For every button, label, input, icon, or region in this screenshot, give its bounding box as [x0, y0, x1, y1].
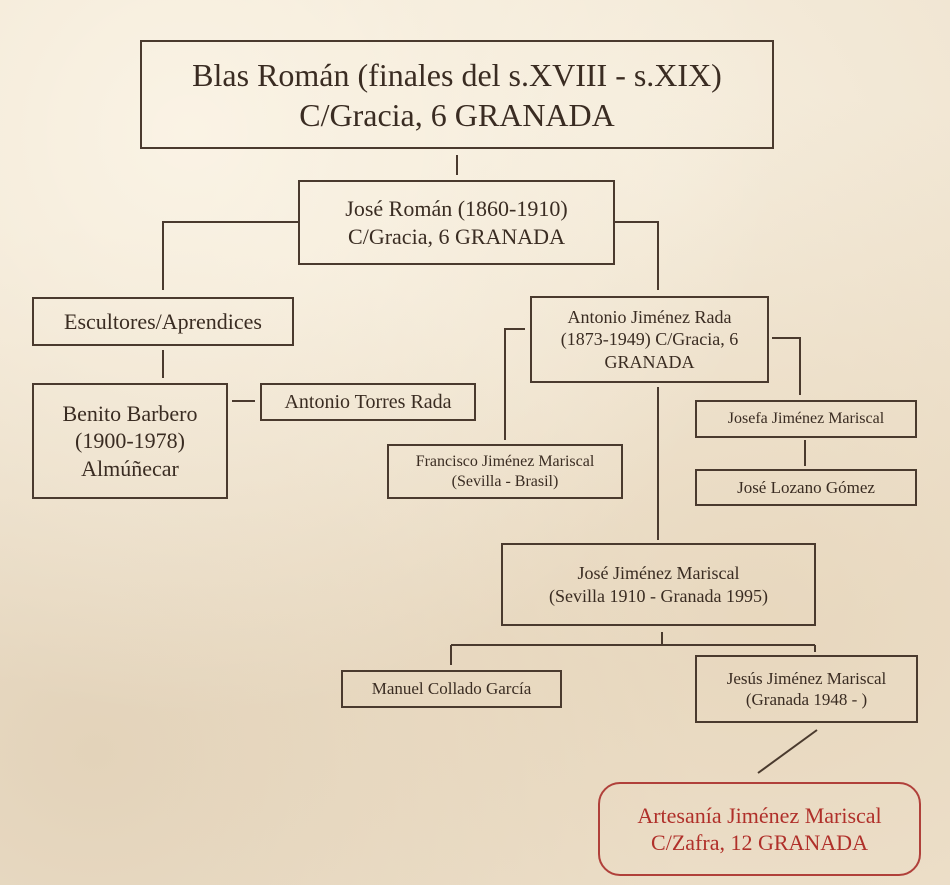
- node-line: (1873-1949) C/Gracia, 6: [560, 329, 739, 350]
- node-josefa: Josefa Jiménez Mariscal: [695, 400, 917, 438]
- node-line: GRANADA: [604, 351, 695, 372]
- node-line: José Román (1860-1910): [345, 196, 568, 221]
- node-line: (1900-1978): [75, 428, 185, 454]
- line-antonio-francisco: [504, 328, 525, 440]
- node-line: C/Gracia, 6 GRANADA: [348, 223, 565, 249]
- line-jose-roman-escultores: [162, 221, 298, 290]
- node-artesania-jimenez-mariscal: Artesanía Jiménez Mariscal C/Zafra, 12 G…: [598, 782, 921, 876]
- node-escultores: Escultores/Aprendices: [32, 297, 294, 346]
- node-line: C/Zafra, 12 GRANADA: [651, 830, 868, 855]
- node-jesus-jimenez: Jesús Jiménez Mariscal (Granada 1948 - ): [695, 655, 918, 723]
- node-line: Josefa Jiménez Mariscal: [727, 410, 885, 427]
- node-line: Artesanía Jiménez Mariscal: [637, 802, 882, 828]
- node-jose-jimenez-mariscal: José Jiménez Mariscal (Sevilla 1910 - Gr…: [501, 543, 816, 626]
- line-jose-roman-antonio: [614, 221, 659, 290]
- node-line: José Jiménez Mariscal: [577, 563, 740, 583]
- node-blas-roman: Blas Román (finales del s.XVIII - s.XIX)…: [140, 40, 774, 149]
- node-line: José Lozano Gómez: [737, 477, 875, 497]
- node-antonio-jimenez-rada: Antonio Jiménez Rada (1873-1949) C/Graci…: [530, 296, 769, 383]
- node-line: Francisco Jiménez Mariscal: [415, 452, 595, 470]
- node-line: Antonio Torres Rada: [284, 390, 452, 413]
- node-line: Escultores/Aprendices: [64, 308, 262, 334]
- node-line: Jesús Jiménez Mariscal: [726, 668, 887, 688]
- node-line: Almúñecar: [81, 455, 179, 481]
- line-jesus-artesania: [757, 729, 818, 774]
- node-jose-roman: José Román (1860-1910) C/Gracia, 6 GRANA…: [298, 180, 615, 265]
- node-line: Antonio Jiménez Rada: [567, 306, 732, 327]
- node-line: Manuel Collado García: [371, 679, 532, 699]
- node-line: (Sevilla 1910 - Granada 1995): [549, 585, 768, 606]
- line-jose-jimenez-children: [450, 632, 816, 665]
- node-francisco: Francisco Jiménez Mariscal (Sevilla - Br…: [387, 444, 623, 499]
- node-line: Blas Román (finales del s.XVIII - s.XIX): [192, 56, 722, 93]
- node-antonio-torres-rada: Antonio Torres Rada: [260, 383, 476, 421]
- node-benito-barbero: Benito Barbero (1900-1978) Almúñecar: [32, 383, 228, 499]
- node-jose-lozano: José Lozano Gómez: [695, 469, 917, 506]
- node-line: Benito Barbero: [62, 400, 198, 426]
- line-antonio-josefa: [772, 337, 801, 395]
- node-line: (Sevilla - Brasil): [451, 472, 559, 490]
- node-line: (Granada 1948 - ): [745, 690, 868, 709]
- node-manuel-collado: Manuel Collado García: [341, 670, 562, 708]
- node-line: C/Gracia, 6 GRANADA: [299, 96, 615, 133]
